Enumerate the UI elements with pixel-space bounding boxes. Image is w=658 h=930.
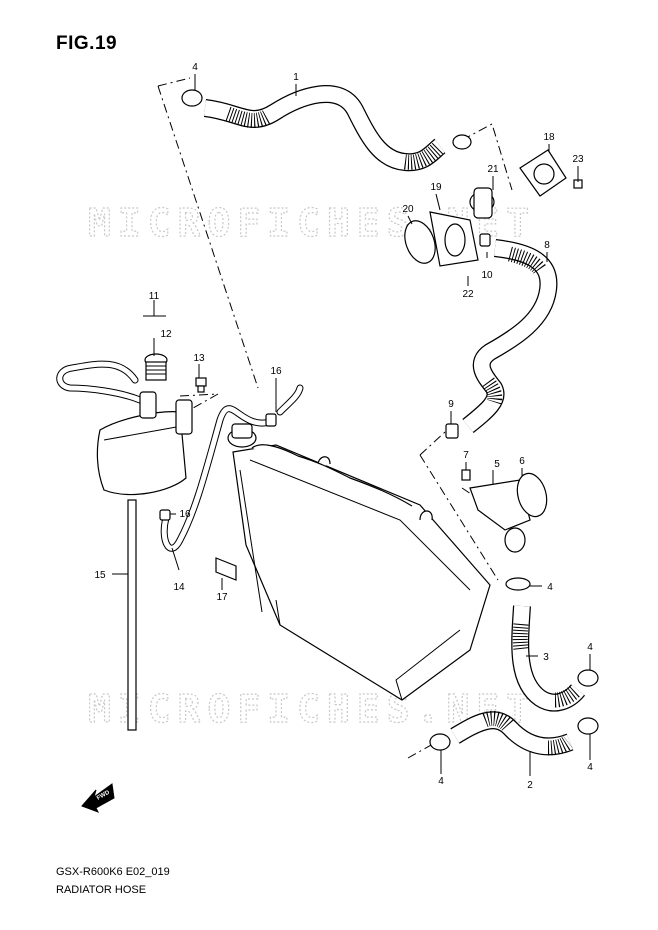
hose-clamps — [159, 89, 599, 751]
callout-4-right-lower: 4 — [587, 762, 593, 773]
callout-6: 6 — [519, 456, 525, 467]
callout-12: 12 — [160, 329, 172, 340]
thermostat-housing — [404, 187, 495, 267]
clamp-17 — [215, 557, 237, 581]
water-outlet-pipe — [461, 469, 548, 553]
callout-9: 9 — [448, 399, 454, 410]
callout-4: 4 — [192, 62, 198, 73]
reservoir-cap — [144, 353, 168, 381]
thermostat-outlet-hose — [462, 239, 558, 434]
callout-7: 7 — [463, 450, 469, 461]
diagram-caption: RADIATOR HOSE — [56, 884, 147, 896]
leader-lines — [112, 74, 591, 776]
callout-3: 3 — [543, 652, 549, 663]
radiator — [232, 444, 491, 701]
callout-4-bottom-left: 4 — [438, 776, 444, 787]
overflow-pipe — [127, 499, 137, 731]
callout-4-middle: 4 — [547, 582, 553, 593]
figure-title: FIG.19 — [56, 33, 118, 54]
upper-radiator-hose — [203, 85, 446, 172]
lower-radiator-hose-3 — [511, 605, 586, 712]
forward-arrow-icon: FWD — [81, 783, 115, 813]
callout-2: 2 — [527, 780, 533, 791]
callout-14: 14 — [173, 582, 185, 593]
callout-11: 11 — [149, 291, 160, 302]
reservoir-tank — [96, 391, 193, 496]
callout-numbers: 4 1 18 23 21 19 20 8 10 22 11 12 13 16 9… — [94, 62, 593, 791]
callout-4-right-upper: 4 — [587, 642, 593, 653]
model-code: GSX-R600K6 E02_019 — [56, 866, 170, 878]
callout-18: 18 — [543, 132, 555, 143]
callout-16-top: 16 — [270, 366, 282, 377]
callout-20: 20 — [402, 204, 414, 215]
callout-8: 8 — [544, 240, 550, 251]
watermark-bottom: MICROFICHES.NET — [88, 687, 536, 731]
callout-13: 13 — [193, 353, 205, 364]
assembly-lines — [157, 77, 513, 759]
callout-10: 10 — [481, 270, 493, 281]
radiator-cap — [227, 423, 257, 448]
callout-1: 1 — [293, 72, 299, 83]
callout-5: 5 — [494, 459, 500, 470]
callout-15: 15 — [94, 570, 106, 581]
callout-23: 23 — [572, 154, 584, 165]
callout-19: 19 — [430, 182, 442, 193]
callout-21: 21 — [487, 164, 499, 175]
reservoir-hoses — [56, 360, 304, 552]
callout-16-bottom: 16 — [179, 509, 191, 520]
callout-22: 22 — [462, 289, 474, 300]
bolt-13 — [195, 377, 207, 393]
callout-17: 17 — [216, 592, 228, 603]
lower-radiator-hose-2 — [450, 710, 574, 756]
